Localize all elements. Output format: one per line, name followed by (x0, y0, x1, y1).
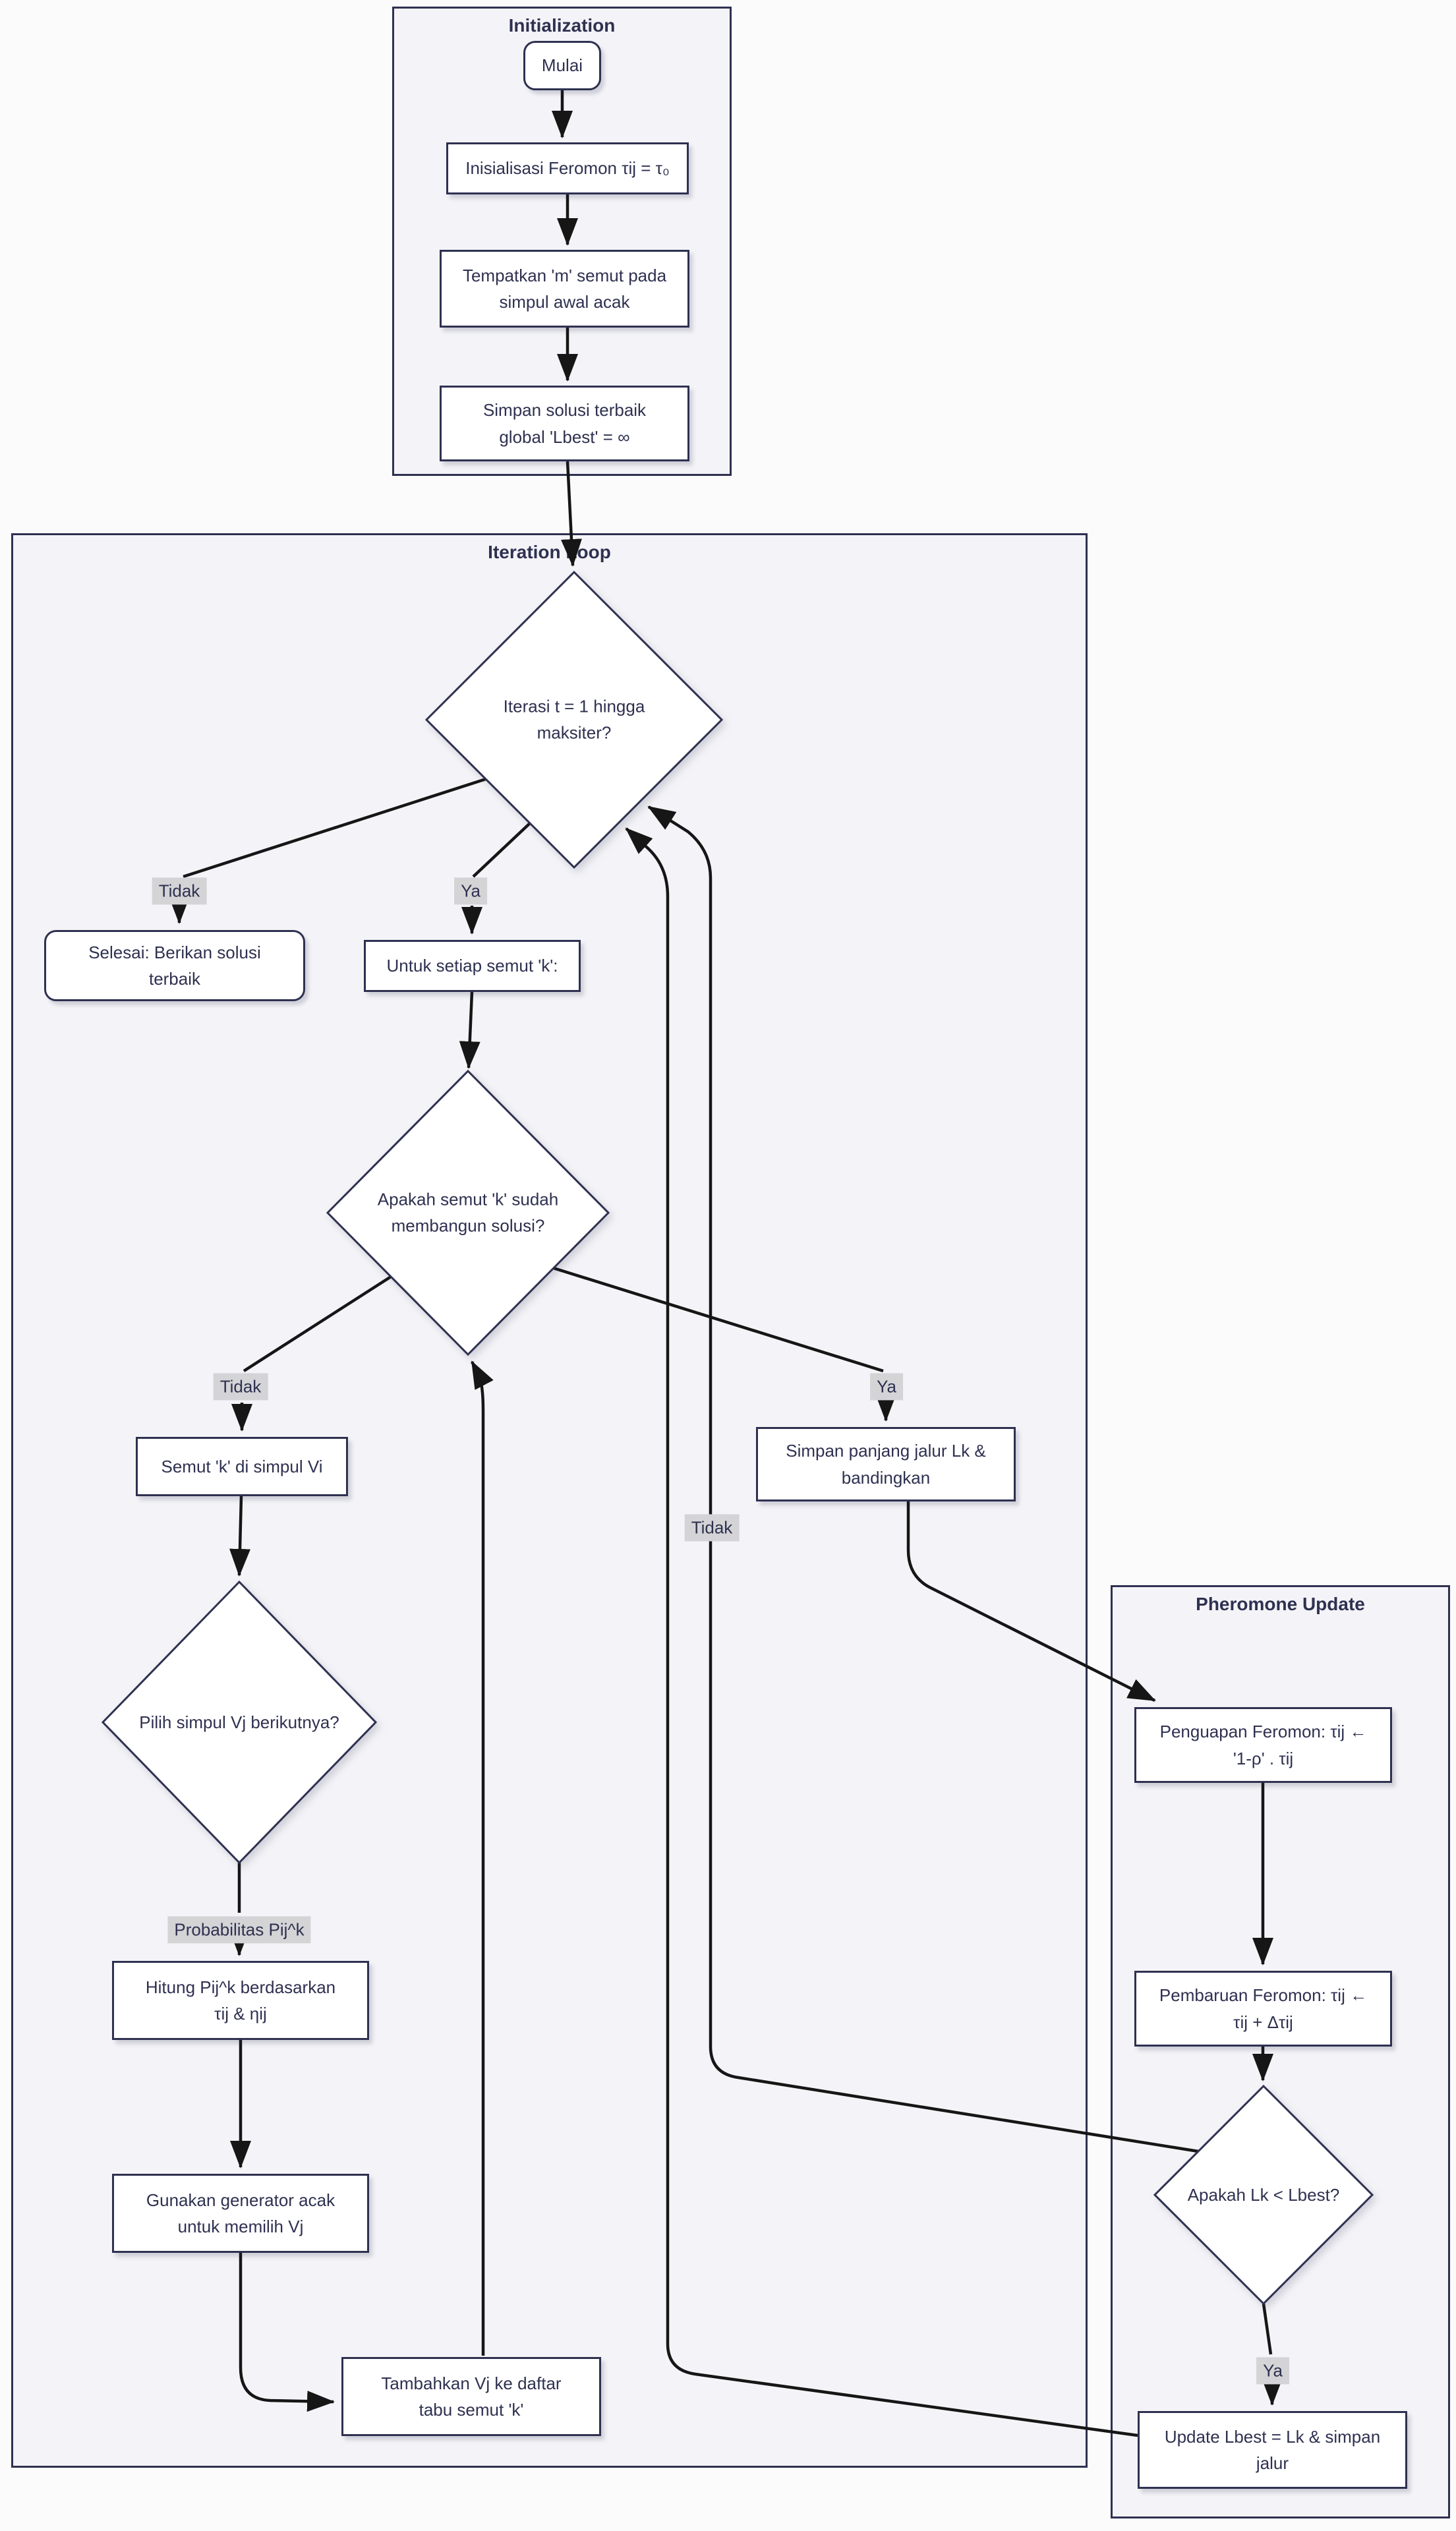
node-simpan-solusi: Simpan solusi terbaik global 'Lbest' = ∞ (440, 386, 689, 461)
subgraph-iteration-loop-title: Iteration Loop (488, 542, 611, 562)
decision-pilih-label: Pilih simpul Vj berikutnya? (139, 1712, 339, 1732)
edge-label-lbest-ya: Ya (1256, 2357, 1289, 2385)
node-tempatkan-semut: Tempatkan 'm' semut pada simpul awal aca… (440, 250, 689, 328)
edge-gunakan-to-tambahkan (239, 2253, 335, 2412)
node-gunakan-generator: Gunakan generator acak untuk memilih Vj (112, 2174, 369, 2253)
edge-iterasi-tidak-1 (183, 777, 486, 879)
edge-label-lbest-tidak: Tidak (684, 1514, 740, 1542)
node-pembaruan-feromon: Pembaruan Feromon: τij ← τij + Δτij (1134, 1971, 1392, 2047)
decision-membangun-shape (326, 1069, 610, 1356)
decision-membangun-label: Apakah semut 'k' sudah membangun solusi? (377, 1189, 559, 1236)
edge-lbest-ya-1 (1262, 2303, 1273, 2355)
node-semut-di-simpul: Semut 'k' di simpul Vi (136, 1437, 348, 1496)
edge-untuk-to-membangun (459, 991, 480, 1069)
node-inisialisasi-feromon: Inisialisasi Feromon τij = τ₀ (446, 142, 689, 194)
node-simpan-panjang: Simpan panjang jalur Lk & bandingkan (756, 1427, 1016, 1501)
edge-label-membangun-ya: Ya (870, 1373, 903, 1401)
edge-label-iterasi-tidak: Tidak (152, 877, 207, 905)
edge-membangun-tidak-1 (243, 1275, 392, 1372)
node-selesai: Selesai: Berikan solusi terbaik (44, 930, 305, 1001)
decision-pilih-shape (101, 1580, 378, 1865)
decision-lbest-shape (1153, 2084, 1374, 2306)
node-mulai: Mulai (523, 41, 601, 90)
edge-lbest-tidak-feedback (647, 805, 1199, 2153)
decision-lbest-label: Apakah Lk < Lbest? (1187, 2184, 1340, 2205)
node-untuk-setiap-semut: Untuk setiap semut 'k': (364, 940, 581, 992)
edge-update-feedback (625, 827, 1138, 2437)
decision-iterasi-shape (424, 570, 724, 869)
edge-iterasi-ya-1 (472, 822, 531, 878)
edge-simpan-to-iterasi (560, 461, 582, 567)
subgraph-initialization-title: Initialization (508, 15, 616, 36)
edge-simpanpanjang-to-penguapan (906, 1501, 1156, 1702)
edge-label-membangun-tidak: Tidak (213, 1373, 268, 1401)
edge-label-iterasi-ya: Ya (454, 877, 487, 905)
decision-iterasi-label: Iterasi t = 1 hingga maksiter? (503, 696, 645, 743)
node-hitung-pij: Hitung Pij^k berdasarkan τij & ηij (112, 1961, 369, 2040)
edge-membangun-ya-1 (553, 1266, 884, 1373)
node-tambahkan-vj: Tambahkan Vj ke daftar tabu semut 'k' (341, 2357, 601, 2436)
node-update-lbest: Update Lbest = Lk & simpan jalur (1138, 2411, 1407, 2489)
node-penguapan-feromon: Penguapan Feromon: τij ← '1-ρ' . τij (1134, 1707, 1392, 1783)
edge-semut-to-pilih (229, 1496, 250, 1577)
edge-label-probabilitas: Probabilitas Pij^k (167, 1916, 311, 1944)
edge-tambahkan-to-membangun (471, 1360, 494, 2356)
subgraph-pheromone-update-title: Pheromone Update (1196, 1594, 1365, 1614)
